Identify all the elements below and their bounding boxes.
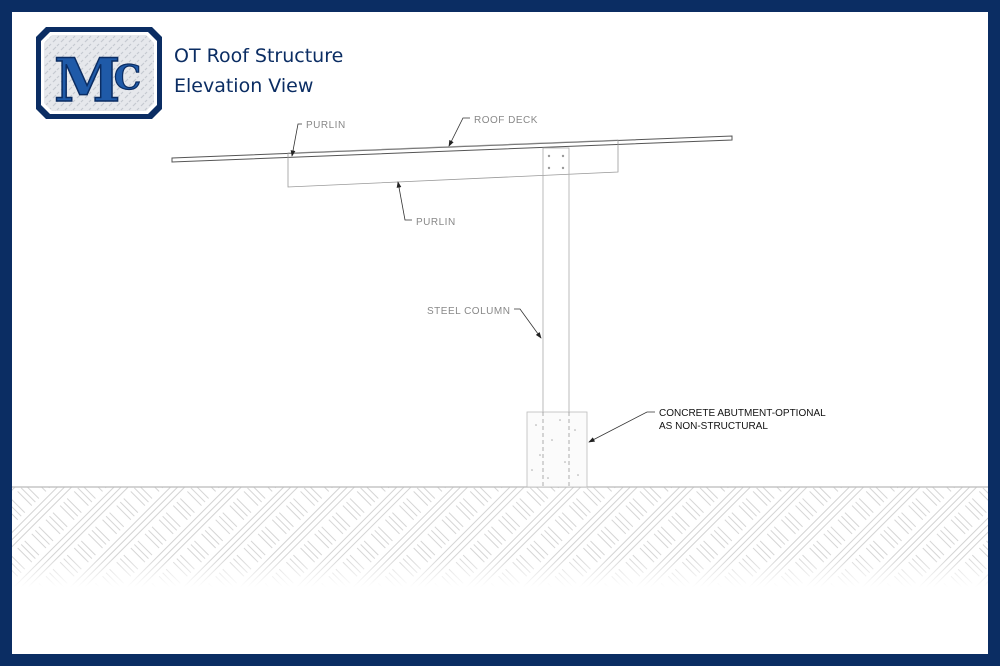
label-purlin-top: PURLIN: [306, 120, 346, 131]
title-line-2: Elevation View: [174, 75, 314, 97]
title-line-1: OT Roof Structure: [174, 45, 344, 67]
roof-deck: [171, 135, 733, 163]
label-abutment-line1: CONCRETE ABUTMENT-OPTIONAL: [659, 408, 826, 419]
label-purlin-bottom: PURLIN: [416, 217, 456, 228]
concrete-abutment: [526, 411, 588, 488]
svg-text:C: C: [114, 58, 141, 98]
ground-hatch: [12, 487, 988, 587]
label-steel-column: STEEL COLUMN: [427, 306, 510, 317]
mc-logo: M C: [36, 27, 162, 119]
purlin-beam: [287, 139, 619, 188]
label-abutment-line2: AS NON-STRUCTURAL: [659, 421, 768, 432]
label-roof-deck: ROOF DECK: [474, 115, 538, 126]
svg-text:M: M: [54, 46, 120, 116]
